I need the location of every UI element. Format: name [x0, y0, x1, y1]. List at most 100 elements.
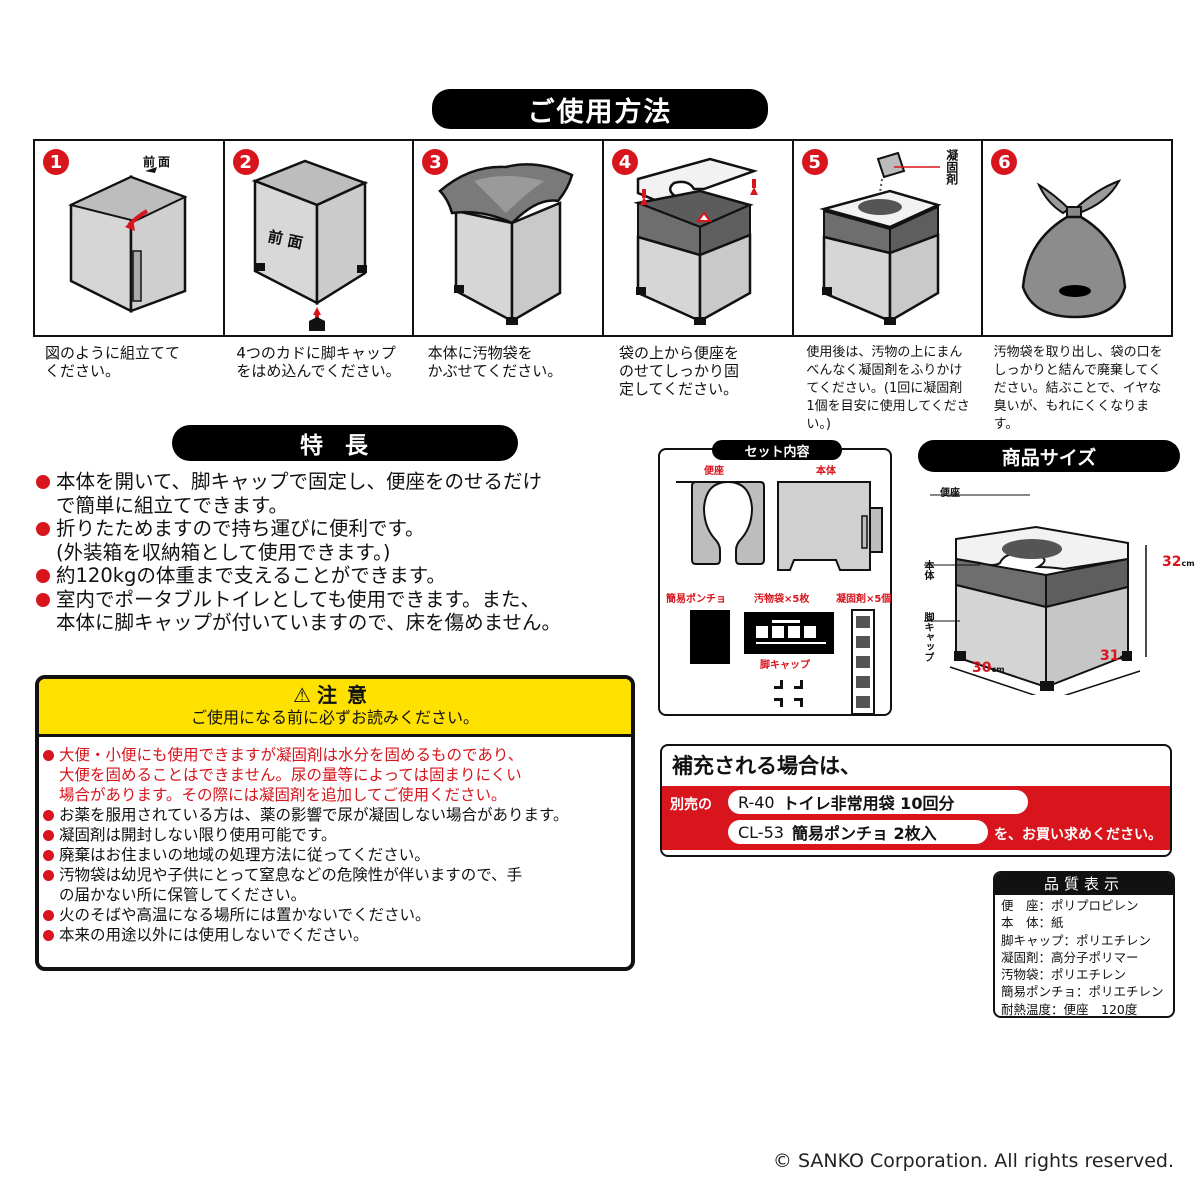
caution-item: お薬を服用されている方は、薬の影響で尿が凝固しない場合があります。 [43, 805, 627, 825]
quality-row: 簡易ポンチョ：ポリエチレン [1001, 984, 1164, 1000]
bullet-dot-icon [43, 810, 54, 821]
quality-list: 便 座：ポリプロピレン 本 体：紙 脚キャップ：ポリエチレン 凝固剤：高分子ポリ… [995, 895, 1173, 1017]
feature-item: 折りたためますので持ち運びに便利です。 (外装箱を収納箱として使用できます。) [36, 517, 646, 564]
step-2-caption: 4つのカドに脚キャップ をはめ込んでください。 [236, 344, 401, 380]
quality-label-box: 品質表示 便 座：ポリプロピレン 本 体：紙 脚キャップ：ポリエチレン 凝固剤：… [993, 871, 1175, 1018]
caution-text: お薬を服用されている方は、薬の影響で尿が凝固しない場合があります。 [59, 806, 569, 824]
width-dimension: 30cm [972, 660, 1005, 676]
width-value: 30 [972, 660, 992, 676]
box-with-bag-illustration [438, 163, 574, 325]
caution-header: ⚠注意 ご使用になる前に必ずお読みください。 [39, 679, 631, 737]
usage-steps-grid: 1 前面 2 前 面 3 [33, 139, 1173, 337]
usage-header-text: ご使用方法 [527, 96, 673, 128]
product-name: 簡易ポンチョ 2枚入 [791, 824, 937, 843]
step-number-badge: 5 [801, 149, 828, 175]
bullet-dot-icon [36, 569, 50, 583]
caution-box: ⚠注意 ご使用になる前に必ずお読みください。 大便・小便にも使用できますが凝固剤… [35, 675, 635, 971]
product-name: トイレ非常用袋 10回分 [782, 794, 955, 813]
tied-bag-illustration [1022, 179, 1127, 319]
feature-item: 本体を開いて、脚キャップで固定し、便座をのせるだけ で簡単に組立てできます。 [36, 470, 646, 517]
quality-row: 汚物袋：ポリエチレン [1001, 967, 1127, 983]
quality-row: 耐熱温度：便座 120度 [1001, 1001, 1138, 1017]
set-item-bags-label: 汚物袋×5枚 [754, 594, 810, 605]
feature-item: 室内でポータブルトイレとしても使用できます。また、 本体に脚キャップが付いていま… [36, 588, 646, 635]
caution-text: 本来の用途以外には使用しないでください。 [59, 926, 369, 944]
refill-title: 補充される場合は、 [672, 754, 861, 778]
feature-text: 折りたためますので持ち運びに便利です。 (外装箱を収納箱として使用できます。) [56, 517, 425, 564]
step-4-caption: 袋の上から便座を のせてしっかり固 定してください。 [618, 344, 739, 398]
caution-item: 大便・小便にも使用できますが凝固剤は水分を固めるものであり、 大便を固めることは… [43, 745, 627, 805]
set-item-body-label: 本体 [816, 466, 836, 477]
bullet-dot-icon [36, 522, 50, 536]
quality-row: 便 座：ポリプロピレン [1001, 898, 1139, 913]
caution-item: 凝固剤は開封しない限り使用可能です。 [43, 825, 627, 845]
refill-product-r40: R-40 トイレ非常用袋 10回分 [728, 790, 1028, 814]
depth-unit: cm [1119, 653, 1133, 662]
caution-list: 大便・小便にも使用できますが凝固剤は水分を固めるものであり、 大便を固めることは… [39, 737, 631, 945]
features-list: 本体を開いて、脚キャップで固定し、便座をのせるだけ で簡単に組立てできます。 折… [36, 470, 646, 635]
seat-on-box-illustration [633, 157, 759, 325]
refill-prefix: 別売の [670, 797, 712, 813]
usage-section-header: ご使用方法 [432, 89, 768, 129]
product-code: R-40 [738, 792, 775, 812]
quality-row: 凝固剤：高分子ポリマー [1001, 949, 1139, 965]
refill-suffix: を、お買い求めください。 [994, 827, 1162, 843]
set-item-leg-caps-label: 脚キャップ [760, 660, 810, 671]
quality-row: 本 体：紙 [1001, 915, 1064, 931]
product-size-header: 商品サイズ [918, 440, 1180, 472]
caution-item: 本来の用途以外には使用しないでください。 [43, 925, 627, 945]
step-number-badge: 6 [991, 149, 1018, 175]
caution-text: 火のそばや高温になる場所には置かないでください。 [59, 906, 431, 924]
depth-value: 31 [1100, 648, 1120, 664]
refill-box: 補充される場合は、 別売の R-40 トイレ非常用袋 10回分 CL-53 簡易ポン… [660, 744, 1172, 857]
set-item-poncho-label: 簡易ポンチョ [666, 594, 726, 605]
feature-text: 本体を開いて、脚キャップで固定し、便座をのせるだけ で簡単に組立てできます。 [56, 470, 542, 517]
caution-title-row: ⚠注意 [39, 683, 631, 707]
bullet-dot-icon [43, 850, 54, 861]
caution-text: 汚物袋は幼児や子供にとって窒息などの危険性が伴いますので、手 の届かない所に保管… [59, 866, 523, 904]
caution-text: 凝固剤は開封しない限り使用可能です。 [59, 826, 337, 844]
size-label-leg-cap: 脚キャップ [922, 612, 933, 662]
copyright-notice: © SANKO Corporation. All rights reserved… [772, 1150, 1174, 1172]
step-1-caption: 図のように組立てて ください。 [45, 344, 181, 380]
caution-item: 汚物袋は幼児や子供にとって窒息などの危険性が伴いますので、手 の届かない所に保管… [43, 865, 627, 905]
front-label: 前面 [143, 155, 174, 169]
step-3-panel: 3 [414, 141, 605, 335]
size-label-body: 本体 [922, 560, 933, 580]
step-3-caption: 本体に汚物袋を かぶせてください。 [427, 344, 563, 380]
bullet-dot-icon [43, 830, 54, 841]
set-contents-box: 便座 本体 簡易ポンチョ 汚物袋×5枚 凝固剤×5個 脚キャップ [658, 448, 892, 716]
set-item-seat-label: 便座 [704, 466, 724, 477]
step-2-panel: 2 前 面 [225, 141, 415, 335]
set-contents-header-text: セット内容 [744, 444, 810, 460]
features-section-header: 特長 [172, 425, 518, 461]
caution-subtitle: ご使用になる前に必ずお読みください。 [190, 708, 479, 727]
caution-text: 大便・小便にも使用できますが凝固剤は水分を固めるものであり、 大便を固めることは… [59, 746, 524, 804]
assembled-box-illustration: 前 面 [251, 159, 368, 331]
unfolded-box-illustration [68, 167, 188, 314]
step-number-badge: 1 [43, 149, 69, 175]
feature-item: 約120kgの体重まで支えることができます。 [36, 564, 646, 588]
step-6-panel: 6 [983, 141, 1171, 335]
caution-item: 火のそばや高温になる場所には置かないでください。 [43, 905, 627, 925]
features-header-text: 特長 [300, 433, 390, 459]
bullet-dot-icon [36, 475, 50, 489]
product-code: CL-53 [738, 822, 784, 842]
bullet-dot-icon [36, 592, 50, 607]
step-number-badge: 2 [232, 149, 259, 175]
set-contents-illustration [676, 480, 883, 715]
feature-text: 約120kgの体重まで支えることができます。 [56, 564, 446, 587]
step-1-panel: 1 前面 [35, 141, 225, 335]
set-contents-header: セット内容 [712, 440, 842, 460]
step-captions-row: 図のように組立てて ください。 4つのカドに脚キャップ をはめ込んでください。 … [33, 344, 1173, 434]
height-value: 32 [1162, 554, 1182, 570]
quality-header: 品質表示 [995, 873, 1173, 895]
product-size-header-text: 商品サイズ [1001, 446, 1097, 469]
step-5-panel: 5 凝固剤 [794, 141, 984, 335]
step-number-badge: 4 [612, 149, 639, 175]
set-item-coagulant-label: 凝固剤×5個 [836, 594, 892, 605]
bullet-dot-icon [43, 750, 54, 761]
feature-text: 室内でポータブルトイレとしても使用できます。また、 本体に脚キャップが付いていま… [56, 587, 562, 635]
caution-item: 廃棄はお住まいの地域の処理方法に従ってください。 [43, 845, 627, 865]
height-dimension: 32cm [1162, 554, 1195, 570]
